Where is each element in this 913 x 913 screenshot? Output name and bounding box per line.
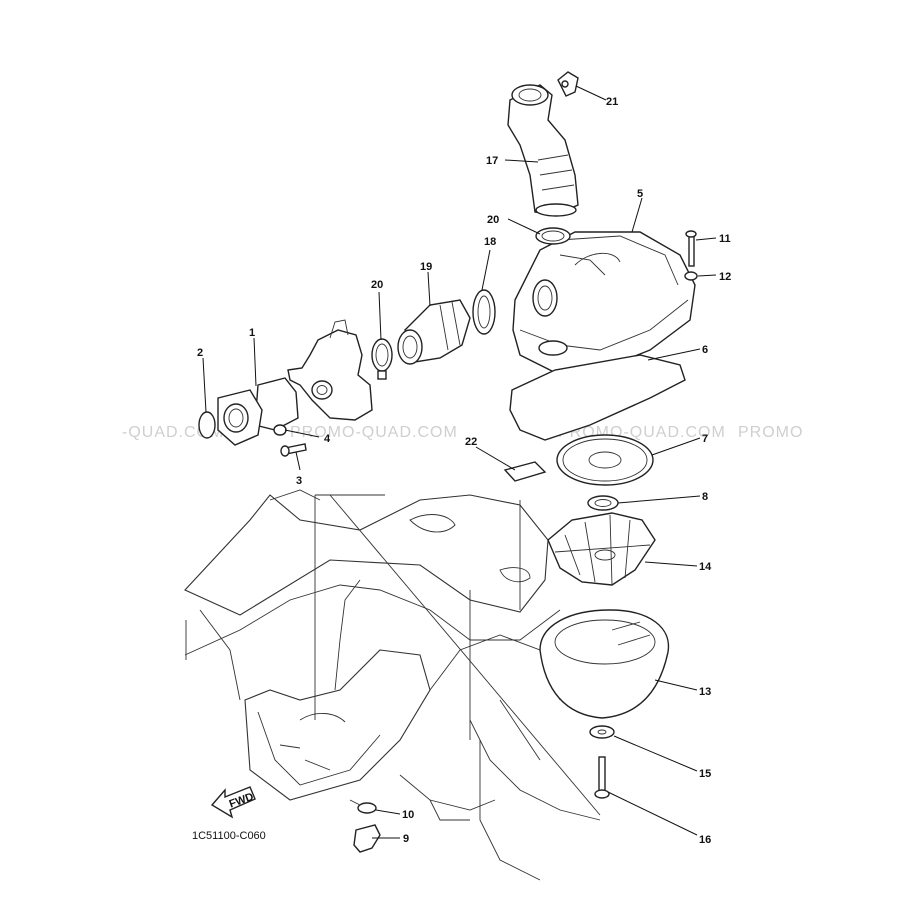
watermark-text-2: PROMO-QUAD.COM — [290, 424, 458, 441]
air-box-case — [512, 231, 696, 376]
filter-cage — [547, 512, 656, 586]
frame-chassis — [184, 489, 601, 881]
callout-3: 3 — [296, 475, 302, 487]
callout-16: 16 — [699, 834, 711, 846]
intake-boot — [397, 299, 471, 365]
callout-4: 4 — [324, 433, 331, 445]
callout-21: 21 — [606, 96, 618, 108]
caution-label — [503, 461, 547, 482]
callout-9: 9 — [403, 833, 409, 845]
callout-labels: 1 2 3 4 5 6 7 8 9 10 11 12 13 14 15 16 1… — [197, 96, 731, 846]
o-ring — [198, 411, 216, 439]
callout-7: 7 — [702, 433, 708, 445]
filter-screen — [556, 434, 654, 486]
callout-14: 14 — [699, 561, 712, 573]
watermark-text-1: -QUAD.COM — [122, 424, 224, 441]
bolt-3 — [280, 443, 307, 457]
hose-clamp-upper — [535, 227, 571, 245]
carburetor — [287, 319, 373, 421]
callout-10: 10 — [402, 809, 414, 821]
leader-lines — [202, 85, 717, 839]
callout-5: 5 — [637, 188, 643, 200]
fwd-arrow: FWD — [210, 786, 256, 819]
drain-plug-9 — [353, 824, 381, 853]
breather-elbow — [557, 71, 579, 97]
hose-clip-10 — [349, 799, 377, 814]
hose-clamp-18 — [472, 289, 496, 335]
callout-11: 11 — [719, 233, 731, 245]
callout-1: 1 — [249, 327, 255, 339]
nut-4 — [273, 424, 287, 436]
hose-clamp-lower — [371, 338, 393, 380]
air-filter-element — [539, 609, 670, 719]
callout-22: 22 — [465, 436, 477, 448]
callout-13: 13 — [699, 686, 711, 698]
grommet-8 — [587, 495, 619, 511]
callout-19: 19 — [420, 261, 432, 273]
callout-15: 15 — [699, 768, 711, 780]
callout-8: 8 — [702, 491, 708, 503]
callout-12: 12 — [719, 271, 731, 283]
callout-6: 6 — [702, 344, 708, 356]
watermark-text-4: PROMO — [738, 424, 803, 441]
bolt-16 — [594, 756, 610, 799]
bolt-11 — [685, 230, 697, 267]
intake-duct — [507, 84, 579, 217]
callout-17: 17 — [486, 155, 498, 167]
intake-joint — [217, 377, 299, 446]
air-box-gasket — [509, 354, 686, 441]
washer-15 — [589, 725, 615, 739]
washer-12 — [684, 271, 698, 281]
callout-18: 18 — [484, 236, 496, 248]
callout-20-upper: 20 — [487, 214, 499, 226]
callout-2: 2 — [197, 347, 203, 359]
drawing-code: 1C51100-C060 — [192, 830, 266, 842]
callout-20-lower: 20 — [371, 279, 383, 291]
